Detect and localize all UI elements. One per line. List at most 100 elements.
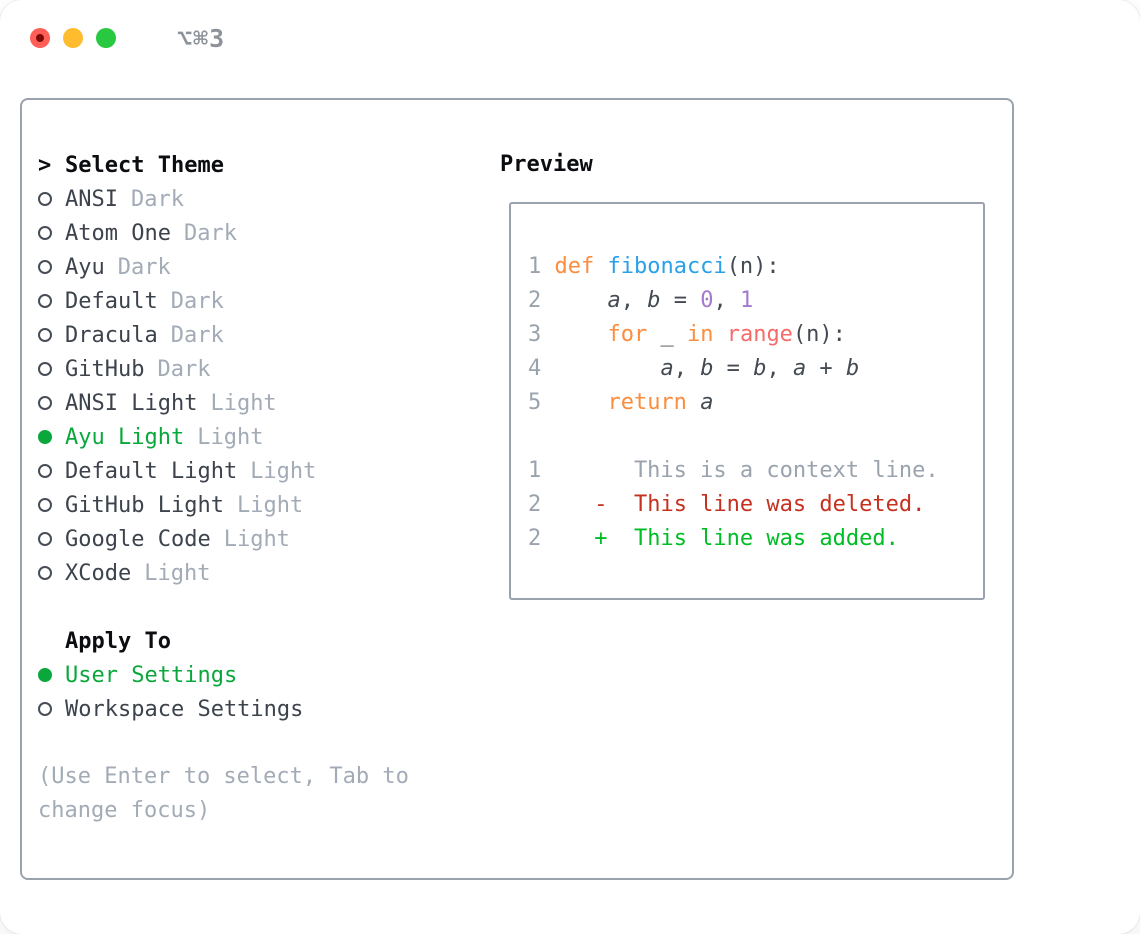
code-line: 5 return a xyxy=(528,386,977,420)
radio-marker-box xyxy=(38,328,65,342)
theme-variant: Light xyxy=(236,492,304,518)
radio-icon xyxy=(38,226,52,240)
radio-marker-box xyxy=(38,396,65,410)
radio-icon xyxy=(38,532,52,546)
code-token: + This line was added. xyxy=(594,526,899,551)
radio-marker-box xyxy=(38,294,65,308)
cursor-caret-icon: > xyxy=(38,152,52,178)
line-number: 2 xyxy=(528,288,542,313)
radio-marker-box xyxy=(38,498,65,512)
close-button[interactable] xyxy=(30,28,50,48)
radio-icon xyxy=(38,260,52,274)
code-token: a xyxy=(607,288,621,313)
theme-option[interactable]: XCode Light xyxy=(38,556,478,590)
radio-marker-box xyxy=(38,362,65,376)
theme-variant: Light xyxy=(197,424,264,450)
code-token xyxy=(713,322,726,347)
line-number: 1 xyxy=(528,254,542,279)
theme-name: Atom One xyxy=(65,220,171,246)
apply-to-option[interactable]: User Settings xyxy=(38,658,478,692)
radio-icon xyxy=(38,396,52,410)
code-token: def xyxy=(554,254,595,279)
code-token: a xyxy=(792,356,807,381)
zoom-button[interactable] xyxy=(96,28,116,48)
radio-icon xyxy=(38,498,52,512)
code-token: 0 xyxy=(700,288,714,313)
radio-selected-icon xyxy=(38,430,52,444)
radio-marker-box xyxy=(38,566,65,580)
code-token xyxy=(594,254,607,279)
code-token: , xyxy=(620,288,648,313)
apply-to-label: User Settings xyxy=(65,662,238,688)
code-token xyxy=(554,322,607,347)
theme-name: Dracula xyxy=(65,322,158,348)
code-token: _ xyxy=(647,322,687,347)
code-token: a xyxy=(660,356,674,381)
theme-list-title: Select Theme xyxy=(65,152,224,178)
close-dot-icon xyxy=(36,34,44,42)
diff-line: 2 - This line was deleted. xyxy=(528,488,977,522)
cursor-marker-box: > xyxy=(38,153,65,178)
code-token xyxy=(687,390,700,415)
theme-name: XCode xyxy=(65,560,132,586)
radio-marker-box xyxy=(38,260,65,274)
theme-option[interactable]: Dracula Dark xyxy=(38,318,478,352)
minimize-button[interactable] xyxy=(63,28,83,48)
apply-to-label: Workspace Settings xyxy=(65,696,304,722)
radio-marker-box xyxy=(38,226,65,240)
code-token xyxy=(554,288,607,313)
keyboard-hint: (Use Enter to select, Tab to change focu… xyxy=(38,764,409,823)
radio-icon xyxy=(38,192,52,206)
preview-title: Preview xyxy=(500,152,593,177)
code-token: b xyxy=(753,356,767,381)
apply-to-title: Apply To xyxy=(65,628,171,654)
radio-marker-box xyxy=(38,192,65,206)
radio-marker-box xyxy=(38,532,65,546)
code-token: return xyxy=(607,390,687,415)
window-title: ⌥⌘3 xyxy=(177,23,226,53)
theme-variant: Light xyxy=(144,560,211,586)
radio-icon xyxy=(38,294,52,308)
code-token xyxy=(554,492,594,517)
radio-icon xyxy=(38,328,52,342)
code-token: , xyxy=(766,356,793,381)
code-line: 3 for _ in range(n): xyxy=(528,318,977,352)
code-token: range xyxy=(726,322,793,347)
code-token: b xyxy=(700,356,714,381)
theme-variant: Dark xyxy=(130,186,184,212)
line-number: 2 xyxy=(528,492,542,517)
radio-marker-box xyxy=(38,668,65,682)
theme-variant: Light xyxy=(223,526,290,552)
theme-name: Google Code xyxy=(65,526,211,552)
blank-line xyxy=(528,420,977,454)
radio-icon xyxy=(38,362,52,376)
line-number: 4 xyxy=(528,356,542,381)
theme-name: ANSI Light xyxy=(65,390,198,416)
code-token xyxy=(554,390,607,415)
theme-name: GitHub xyxy=(65,356,145,382)
code-token: , xyxy=(673,356,701,381)
apply-to-option[interactable]: Workspace Settings xyxy=(38,692,478,726)
theme-variant: Dark xyxy=(170,322,224,348)
theme-option[interactable]: Google Code Light xyxy=(38,522,478,556)
code-token: b xyxy=(647,288,661,313)
code-token: b xyxy=(845,356,860,381)
code-token: in xyxy=(686,322,714,347)
code-token xyxy=(554,526,594,551)
